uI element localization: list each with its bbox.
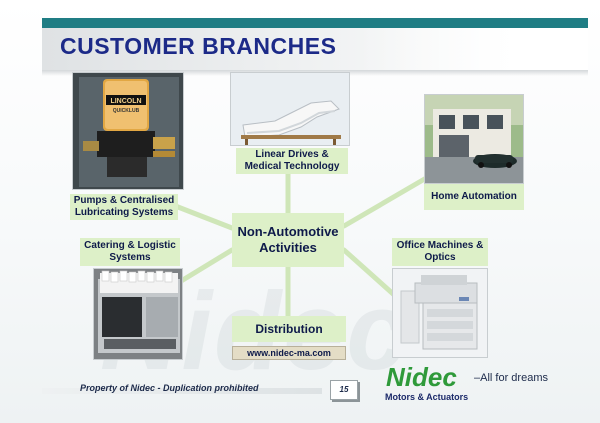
distribution-label: Distribution xyxy=(232,316,346,342)
branch-label-linear-drives: Linear Drives & Medical Technology xyxy=(236,148,348,174)
nidec-logo: Nidec xyxy=(386,364,457,390)
pump-photo: LINCOLN QUICKLUB xyxy=(72,72,184,190)
slide-title: CUSTOMER BRANCHES xyxy=(60,33,337,59)
branch-label-office: Office Machines & Optics xyxy=(392,238,488,266)
logo-subtitle: Motors & Actuators xyxy=(385,392,469,402)
center-label: Non-Automotive Activities xyxy=(232,213,344,267)
bed-photo xyxy=(230,72,350,146)
footer-bar xyxy=(42,388,322,394)
copier-photo xyxy=(392,268,488,358)
footer-notice: Property of Nidec - Duplication prohibit… xyxy=(80,383,259,393)
tagline: –All for dreams xyxy=(474,372,548,384)
coffee-machine-photo xyxy=(93,268,183,360)
pump-brand-label: LINCOLN xyxy=(110,98,141,105)
header-band xyxy=(42,28,588,70)
house-photo xyxy=(424,94,524,184)
page-number: 15 xyxy=(330,380,358,400)
branch-label-home-automation: Home Automation xyxy=(424,184,524,210)
website-link[interactable]: www.nidec-ma.com xyxy=(232,346,346,360)
tagline-text: All for dreams xyxy=(480,372,548,384)
branch-label-catering: Catering & Logistic Systems xyxy=(80,238,180,266)
pump-model-label: QUICKLUB xyxy=(113,108,140,114)
branch-label-pumps: Pumps & Centralised Lubricating Systems xyxy=(70,194,178,220)
logo-wordmark: Nidec xyxy=(386,364,457,390)
